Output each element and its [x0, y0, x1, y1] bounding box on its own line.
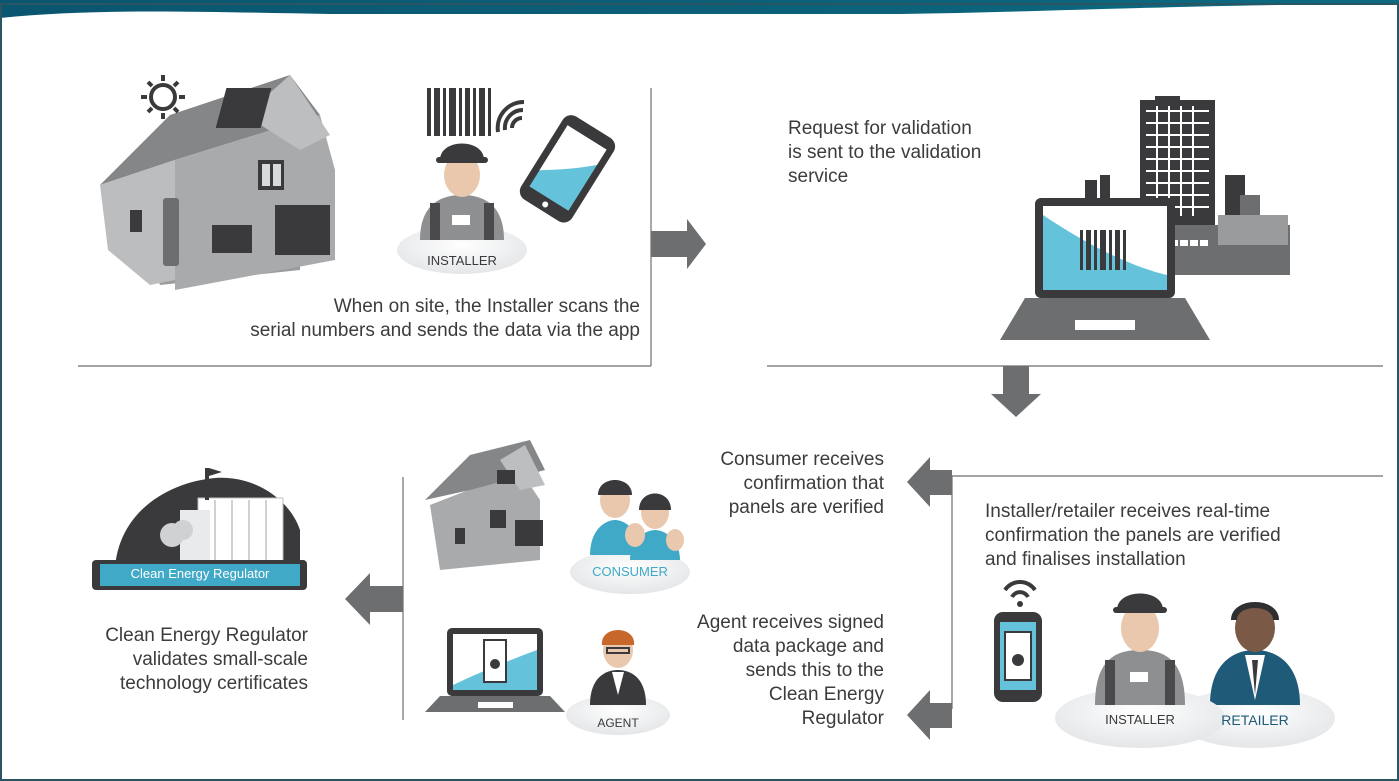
wifi-icon: [1003, 580, 1037, 599]
step2-request-validation-text: Request for validation is sent to the va…: [788, 118, 982, 187]
agent-laptop-icon: [425, 628, 565, 712]
divider-lines: [78, 88, 1383, 720]
barcode-icon: [427, 88, 491, 136]
flow-arrows: [345, 219, 1041, 740]
step1-installer-scans-text: When on site, the Installer scans the se…: [250, 296, 640, 341]
retailer-avatar: [1175, 602, 1335, 748]
step5-regulator-validates-text: Clean Energy Regulator validates small-s…: [105, 625, 308, 694]
retailer-label: RETAILER: [1221, 712, 1289, 728]
consumer-label: CONSUMER: [592, 564, 668, 579]
installer-label-top: INSTALLER: [427, 253, 497, 268]
smartphone-icon: [519, 115, 616, 223]
arrow-right: [651, 219, 706, 269]
arrow-down: [991, 366, 1041, 417]
consumer-family-avatar: [570, 480, 690, 594]
arrow-left-consumer: [907, 457, 952, 507]
arrow-left-regulator: [345, 573, 403, 625]
regulator-banner-label: Clean Energy Regulator: [130, 566, 270, 581]
installer-label-bottom: INSTALLER: [1105, 712, 1175, 727]
header-band: [0, 0, 1399, 18]
regulator-building-icon: [92, 468, 307, 590]
wifi-icon: [495, 99, 525, 133]
house-illustration: [100, 75, 335, 290]
consumer-house-illustration: [425, 440, 545, 570]
agent-avatar: [566, 630, 670, 735]
agent-label: AGENT: [597, 716, 639, 730]
outer-frame: [0, 3, 1399, 781]
laptop-icon: [1000, 198, 1210, 340]
step3-installer-retailer-confirmation-text: Installer/retailer receives real-time co…: [985, 501, 1281, 570]
installer-avatar-bottom: [1055, 593, 1225, 748]
phone-certificate-icon: [994, 612, 1042, 702]
arrow-left-agent: [907, 690, 952, 740]
step4-agent-sends-text: Agent receives signed data package and s…: [697, 612, 884, 729]
step4-consumer-confirmation-text: Consumer receives confirmation that pane…: [720, 449, 884, 518]
installer-avatar-top: [397, 143, 527, 274]
